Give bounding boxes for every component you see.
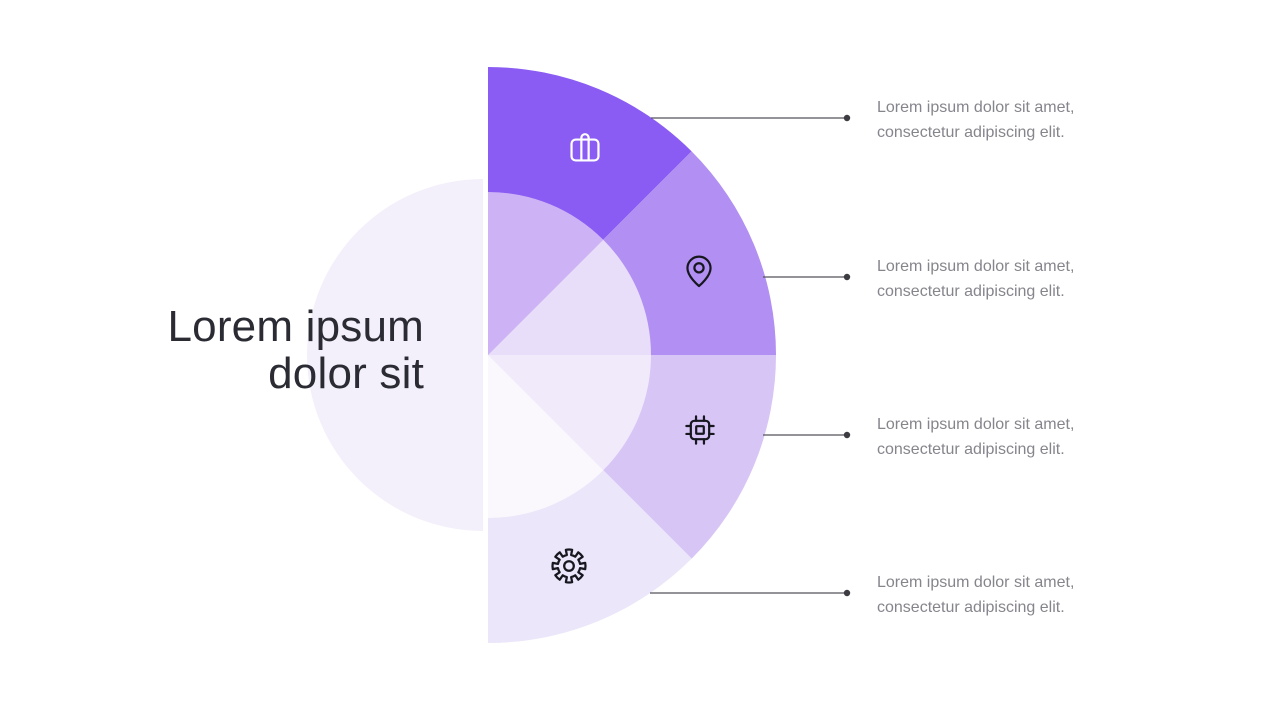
backdrop-half-circle [307,179,483,531]
page-title-line-1: Lorem ipsum [167,302,424,351]
sector-3-inner [488,355,651,471]
connector-4 [650,589,851,597]
item-2-description: Lorem ipsum dolor sit amet, consectetur … [877,254,1157,305]
cpu-chip-icon [685,415,715,445]
connector-1 [651,114,851,122]
item-2-description-line-2: consectetur adipiscing elit. [877,283,1065,301]
connector-1-dot [843,114,851,122]
location-pin-icon [686,255,712,288]
item-4-description-line-2: consectetur adipiscing elit. [877,599,1065,617]
connector-3-dot [843,431,851,439]
item-1-description: Lorem ipsum dolor sit amet, consectetur … [877,95,1157,146]
connector-3 [763,431,851,439]
briefcase-icon [570,133,600,162]
item-2-description-line-1: Lorem ipsum dolor sit amet, [877,258,1075,275]
connector-2 [763,273,851,281]
item-4-description: Lorem ipsum dolor sit amet, consectetur … [877,570,1157,621]
item-3-description-line-1: Lorem ipsum dolor sit amet, [877,416,1075,433]
connector-2-dot [843,273,851,281]
item-1-description-line-2: consectetur adipiscing elit. [877,124,1065,142]
sector-1-inner [488,192,604,355]
page-title-line-2: dolor sit [268,349,424,398]
sector-2-inner [488,239,651,355]
gear-icon [551,548,587,584]
item-3-description: Lorem ipsum dolor sit amet, consectetur … [877,412,1157,463]
connector-4-dot [843,589,851,597]
sector-4-inner [488,355,604,518]
page-title: Lorem ipsum dolor sit [0,303,424,397]
item-4-description-line-1: Lorem ipsum dolor sit amet, [877,574,1075,591]
item-3-description-line-2: consectetur adipiscing elit. [877,441,1065,459]
item-1-description-line-1: Lorem ipsum dolor sit amet, [877,99,1075,116]
